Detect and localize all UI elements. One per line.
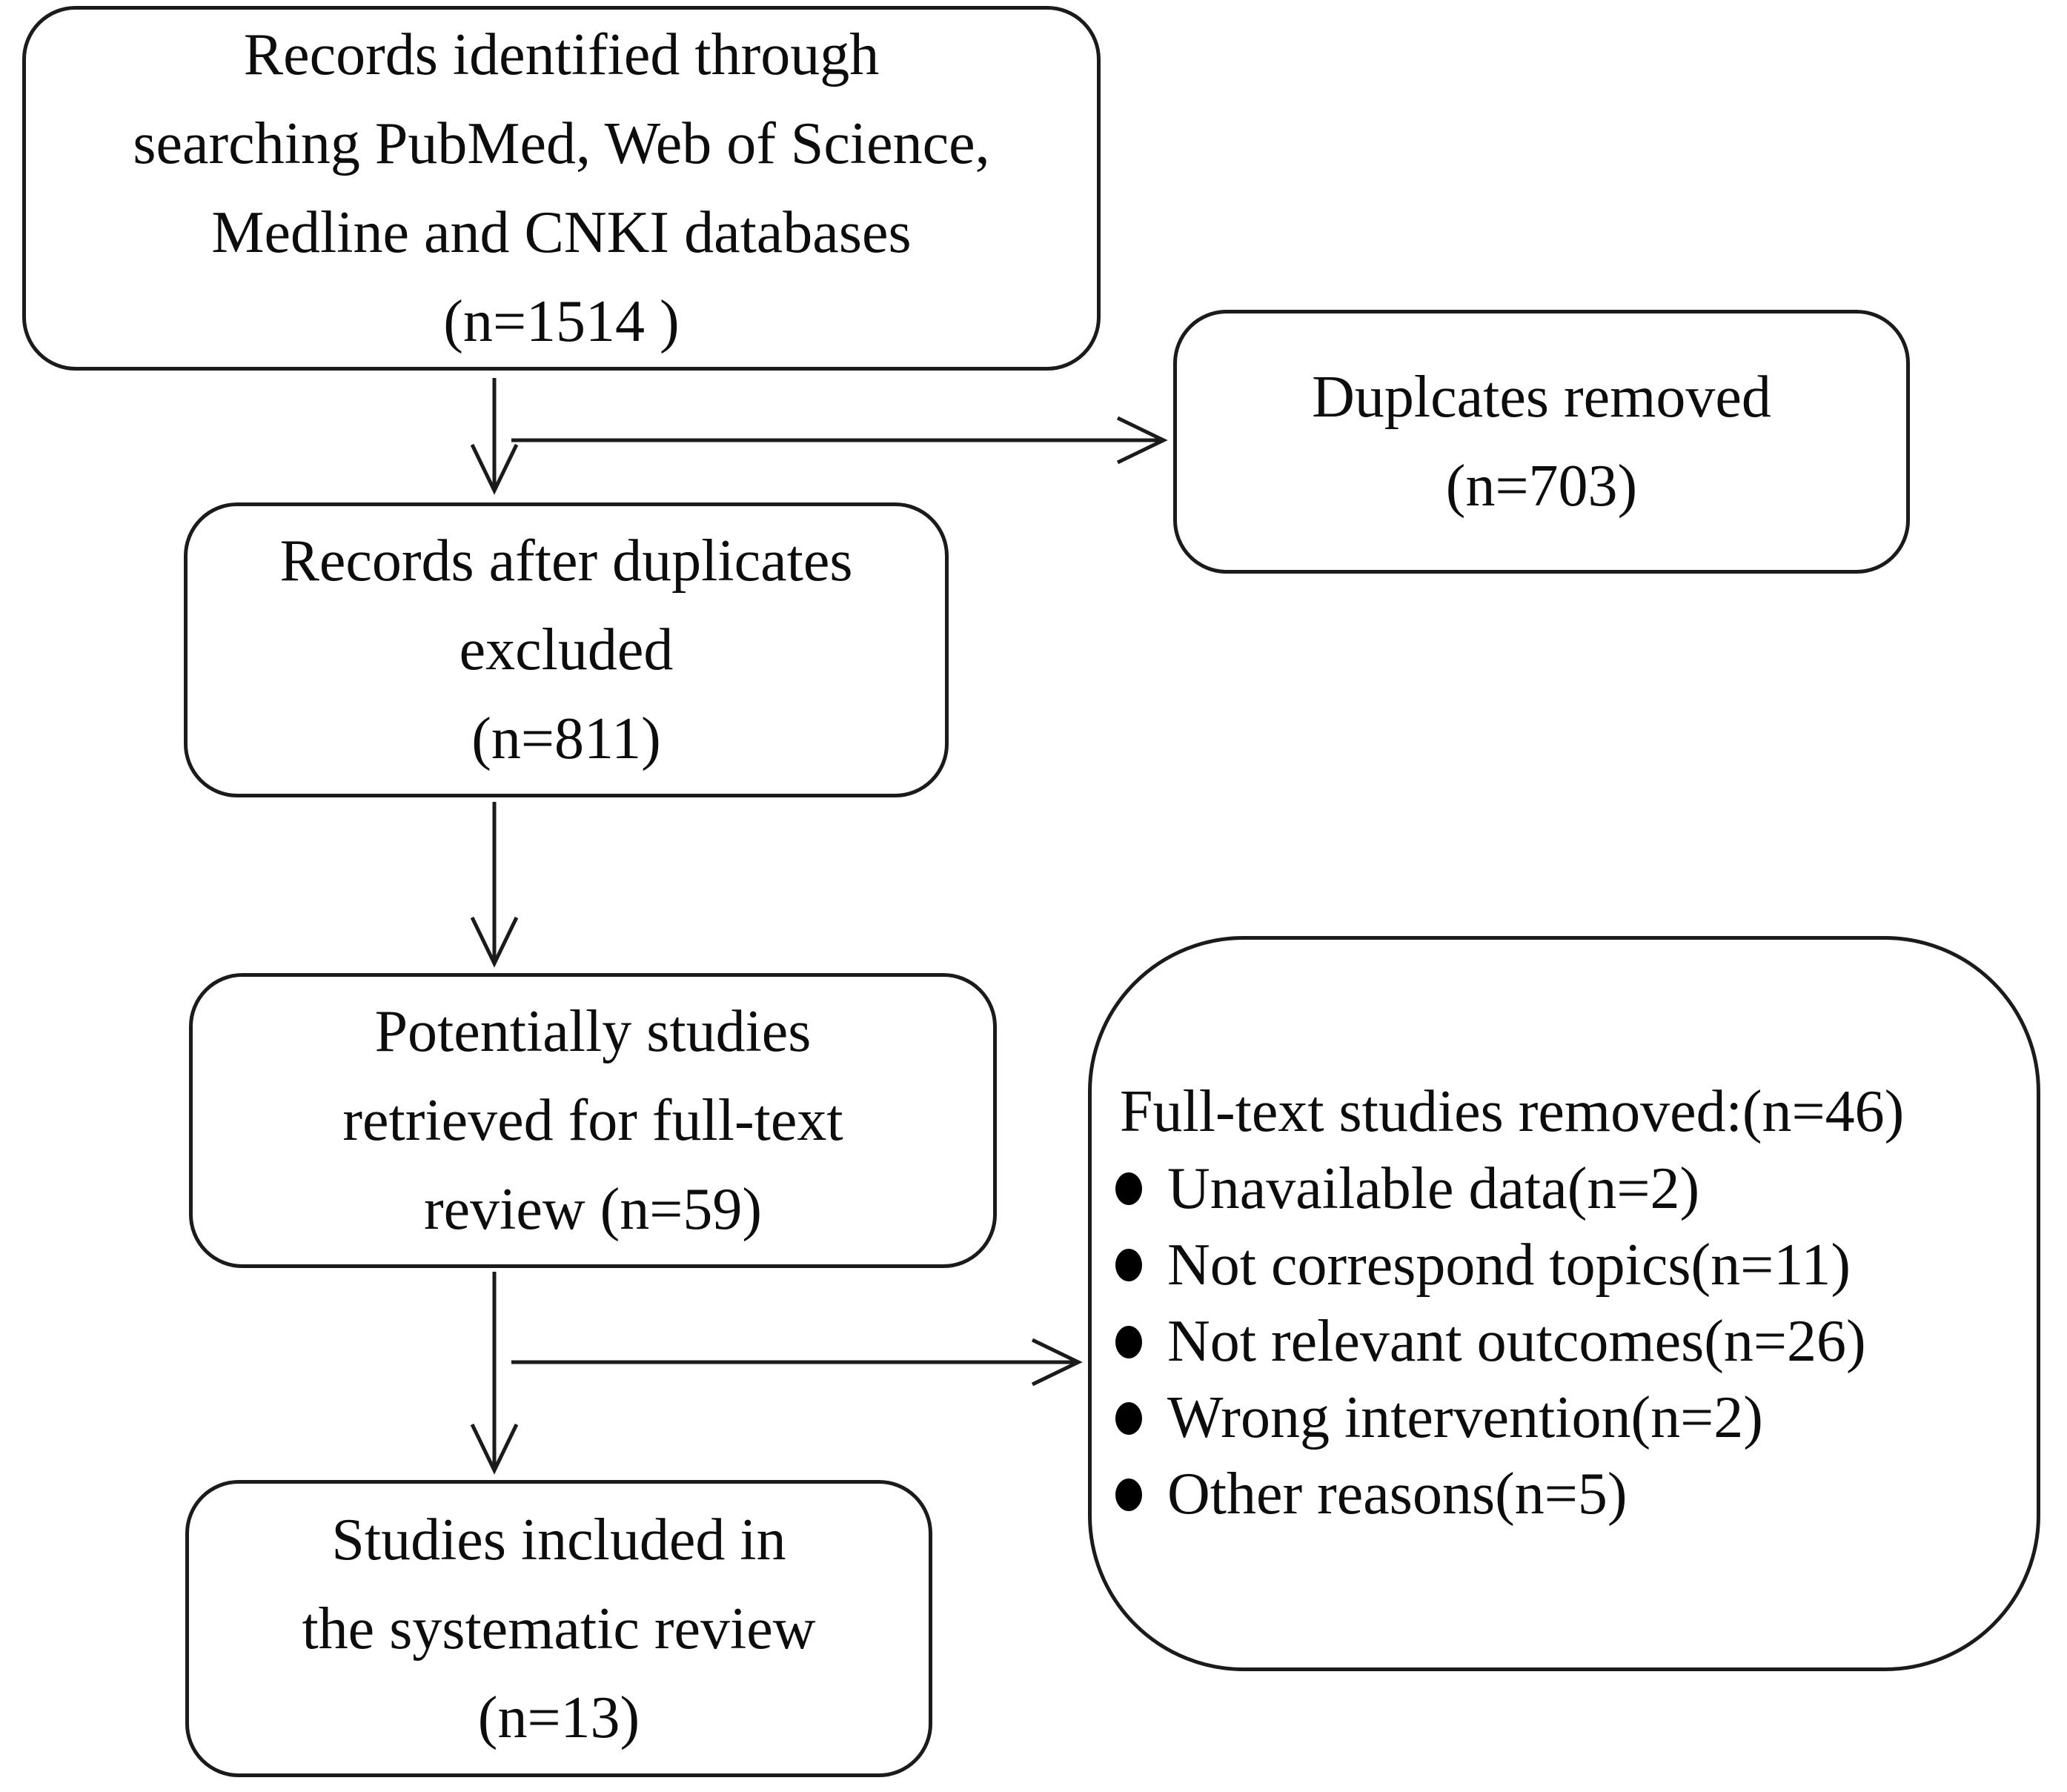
box-records-identified-line: Records identified through (243, 22, 880, 87)
box-records-identified-count: (n=1514 ) (443, 289, 680, 354)
box-records-identified-line: Medline and CNKI databases (211, 200, 912, 265)
bullet-dot-icon (1115, 1401, 1142, 1435)
exclusion-reason-item: Not correspond topics(n=11) (1115, 1227, 2007, 1304)
exclusion-reason-label: Not relevant outcomes(n=26) (1167, 1309, 1866, 1374)
exclusion-reason-label: Wrong intervention(n=2) (1167, 1385, 1763, 1451)
box-records-identified-line: searching PubMed, Web of Science, (133, 111, 990, 176)
exclusion-reason-item: Unavailable data(n=2) (1115, 1151, 2007, 1227)
box-records-after-duplicates-line: excluded (459, 617, 674, 683)
box-studies-included-line: the systematic review (302, 1596, 816, 1662)
exclusion-reason-item: Wrong intervention(n=2) (1115, 1380, 2007, 1456)
box-duplicates-removed-count: (n=703) (1445, 454, 1638, 519)
box-fulltext-removed: Full-text studies removed:(n=46) Unavail… (1088, 936, 2040, 1671)
box-studies-included-line: Studies included in (331, 1507, 786, 1573)
exclusion-reason-label: Unavailable data(n=2) (1167, 1155, 1700, 1221)
box-studies-included-count: (n=13) (477, 1685, 640, 1750)
box-fulltext-retrieved: Potentially studies retrieved for full-t… (189, 973, 997, 1268)
box-fulltext-removed-heading: Full-text studies removed:(n=46) (1120, 1079, 1905, 1145)
box-fulltext-retrieved-line: retrieved for full-text (342, 1088, 843, 1153)
exclusion-reason-label: Not correspond topics(n=11) (1167, 1232, 1851, 1298)
box-records-identified: Records identified through searching Pub… (22, 6, 1101, 371)
exclusion-reason-item: Other reasons(n=5) (1115, 1456, 2007, 1533)
box-fulltext-retrieved-line: Potentially studies (374, 999, 812, 1064)
box-fulltext-retrieved-count: review (n=59) (423, 1177, 763, 1242)
box-studies-included: Studies included in the systematic revie… (185, 1480, 932, 1777)
exclusion-reason-item: Not relevant outcomes(n=26) (1115, 1304, 2007, 1380)
bullet-dot-icon (1115, 1325, 1142, 1358)
bullet-dot-icon (1115, 1249, 1142, 1282)
exclusion-reason-label: Other reasons(n=5) (1167, 1461, 1628, 1527)
box-records-after-duplicates-count: (n=811) (471, 706, 661, 771)
bullet-dot-icon (1115, 1172, 1142, 1206)
box-records-after-duplicates-line: Records after duplicates (279, 528, 853, 594)
box-duplicates-removed-line: Duplcates removed (1312, 365, 1771, 430)
box-records-after-duplicates: Records after duplicates excluded (n=811… (184, 502, 949, 797)
box-duplicates-removed: Duplcates removed (n=703) (1173, 310, 1910, 574)
bullet-dot-icon (1115, 1478, 1142, 1511)
